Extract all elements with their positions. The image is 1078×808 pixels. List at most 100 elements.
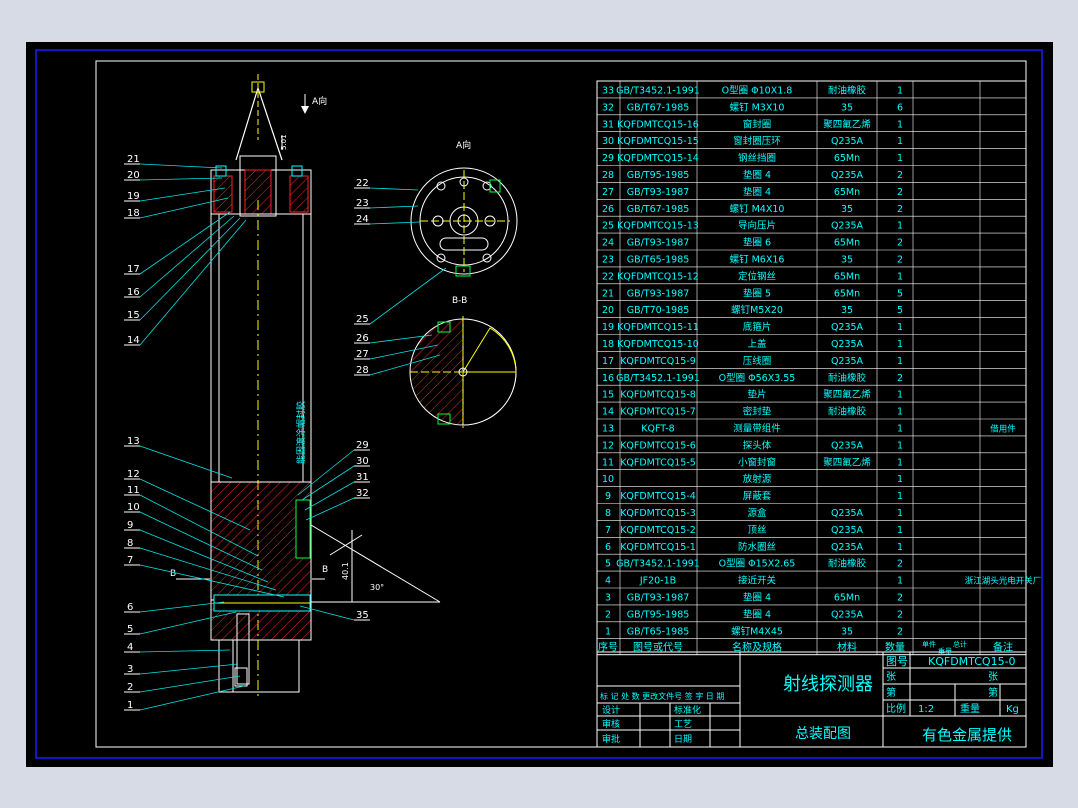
- leader-line: [139, 197, 229, 219]
- bom-name: 钢丝挡圈: [738, 152, 776, 164]
- product-name: 射线探测器: [783, 674, 873, 695]
- callout-31: 31: [356, 472, 369, 483]
- callout-14: 14: [127, 335, 140, 346]
- bom-name: 探头体: [743, 439, 772, 451]
- bom-name: 垫圈 4: [743, 608, 771, 620]
- bom-qty: 1: [897, 339, 903, 350]
- design-label: 设计: [602, 704, 620, 716]
- title-block: 射线探测器 总装配图 图号 KQFDMTCQ15-0 张 第 张 第 比例 1:…: [596, 651, 1027, 748]
- bom-name: 上盖: [747, 338, 767, 350]
- scale-value: 1:2: [918, 704, 934, 715]
- bom-material: 35: [841, 305, 853, 316]
- callout-11: 11: [127, 485, 140, 496]
- bom-no: 6: [605, 542, 611, 553]
- bom-material: 65Mn: [834, 153, 860, 164]
- bom-material: 65Mn: [834, 593, 860, 604]
- bom-qty: 1: [897, 525, 903, 536]
- leader-line: [139, 611, 237, 635]
- sheet-label-1: 张: [886, 671, 896, 683]
- leader-line: [299, 605, 355, 621]
- callout-18: 18: [127, 208, 140, 219]
- bom-qty: 2: [897, 255, 903, 266]
- bom-name: 垫圈 4: [743, 186, 771, 198]
- bom-code: KQFDMTCQ15-6: [620, 440, 696, 451]
- bom-name: 垫圈 6: [743, 237, 771, 249]
- callout-12: 12: [127, 469, 140, 480]
- bom-code: GB/T93-1987: [627, 238, 690, 249]
- callout-30: 30: [356, 456, 369, 467]
- bom-name: 螺钉 M6X16: [730, 255, 785, 266]
- bom-name: 屏蔽套: [743, 490, 772, 502]
- bom-name: O型圈 Φ10X1.8: [722, 86, 793, 97]
- leader-line: [139, 547, 277, 591]
- leader-line: [369, 267, 447, 325]
- bom-no: 5: [605, 559, 611, 570]
- bom-material: 65Mn: [834, 271, 860, 282]
- callout-29: 29: [356, 440, 369, 451]
- bom-no: 25: [602, 221, 614, 232]
- bom-name: 垫圈 4: [743, 592, 771, 604]
- leader-line: [139, 494, 259, 557]
- bom-no: 15: [602, 390, 614, 401]
- canvas-background: [26, 42, 1053, 767]
- bom-name: 螺钉 M4X10: [730, 204, 785, 215]
- scale-label: 比例: [886, 702, 906, 715]
- bom-no: 21: [602, 288, 614, 299]
- bom-name: 顶丝: [747, 524, 766, 536]
- bom-no: 7: [605, 525, 611, 536]
- outer-frame: [35, 49, 1043, 759]
- bom-no: 28: [602, 170, 614, 181]
- leader-line: [139, 663, 239, 675]
- bom-no: 30: [602, 136, 614, 147]
- bom-code: KQFDMTCQ15-12: [617, 271, 699, 282]
- callout-22: 22: [356, 178, 369, 189]
- bom-no: 10: [602, 474, 614, 485]
- callout-15: 15: [127, 310, 140, 321]
- bom-code: GB/T67-1985: [627, 204, 690, 215]
- bom-material: 35: [841, 626, 853, 637]
- leader-line: [139, 187, 226, 202]
- bom-name: 底箍片: [743, 321, 772, 333]
- bom-code: GB/T95-1985: [627, 609, 690, 620]
- bom-code: KQFDMTCQ15-13: [617, 221, 699, 232]
- bom-name: 放射源: [743, 473, 772, 485]
- sheet-label-2: 第: [886, 686, 896, 699]
- bom-code: KQFDMTCQ15-1: [620, 542, 696, 553]
- bom-code: GB/T3452.1-1991: [616, 373, 700, 384]
- leader-line: [139, 163, 223, 169]
- leader-line: [369, 334, 433, 344]
- leader-line: [305, 497, 355, 521]
- leader-line: [139, 601, 225, 613]
- bom-code: GB/T93-1987: [627, 288, 690, 299]
- leader-line: [369, 205, 419, 209]
- bom-header-note: 备注: [993, 641, 1013, 654]
- leader-line: [369, 221, 421, 225]
- bom-frame: [596, 80, 1027, 656]
- bom-no: 8: [605, 508, 611, 519]
- bom-no: 12: [602, 440, 614, 451]
- callout-8: 8: [127, 538, 133, 549]
- leader-line: [139, 685, 245, 711]
- bom-note: 浙江湖头光电开关厂: [965, 576, 1042, 587]
- process-label: 工艺: [674, 719, 692, 730]
- bom-name: 测量带组件: [733, 423, 781, 435]
- date-label: 日期: [674, 734, 692, 745]
- dim-top-label: 5.01: [280, 134, 288, 150]
- bom-code: KQFDMTCQ15-5: [620, 457, 696, 468]
- bom-header-total: 总计: [953, 640, 967, 649]
- callout-6: 6: [127, 602, 133, 613]
- callout-35: 35: [356, 610, 369, 621]
- bom-qty: 1: [897, 136, 903, 147]
- bom-name: 垫圈 4: [743, 169, 771, 181]
